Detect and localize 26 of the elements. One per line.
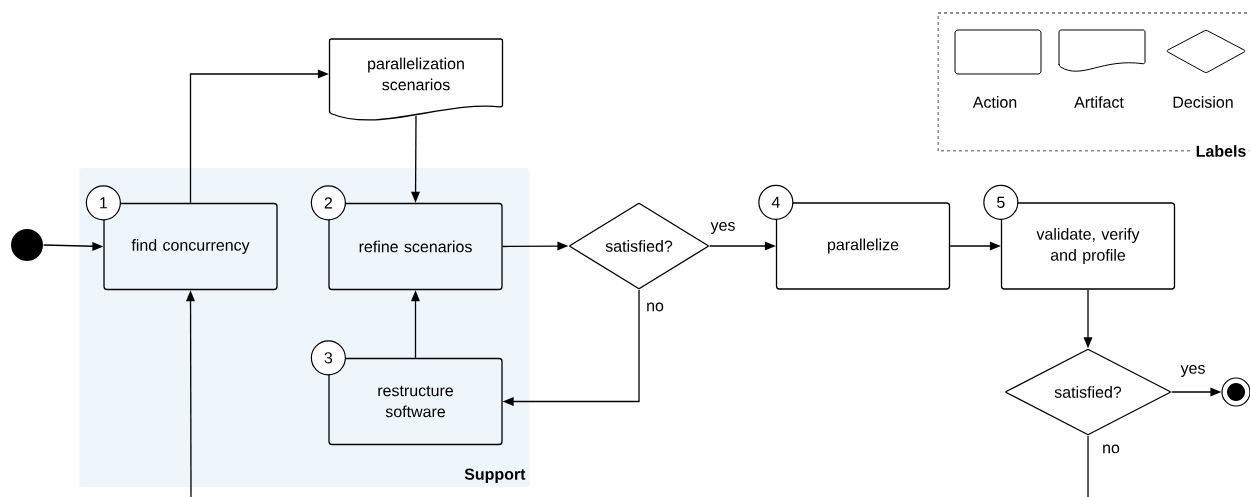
- end-marker: [1221, 377, 1250, 407]
- arrow: [186, 290, 195, 497]
- arrow: [502, 241, 569, 251]
- arrow: [502, 289, 640, 406]
- edge-label: yes: [710, 222, 735, 234]
- edge-label: no: [1103, 444, 1120, 454]
- legend-label: Artifact: [1074, 96, 1124, 108]
- arrow: [411, 290, 420, 359]
- start-dot: [11, 229, 43, 261]
- edge-label: no: [647, 302, 664, 312]
- step-number: 1: [85, 185, 121, 221]
- legend-label: Action: [972, 96, 1017, 108]
- step-number: 5: [983, 184, 1019, 220]
- arrow: [949, 241, 1001, 251]
- step-number: 2: [310, 185, 346, 221]
- arrow: [411, 115, 420, 203]
- step-number: 3: [310, 340, 346, 376]
- arrow: [43, 242, 104, 251]
- arrow: [189, 69, 329, 204]
- arrow: [1171, 387, 1222, 397]
- step-number: 4: [758, 184, 794, 220]
- edge-label: yes: [1180, 365, 1205, 377]
- legend-title: Labels: [1192, 142, 1250, 160]
- arrow: [709, 241, 776, 251]
- arrow: [1083, 289, 1093, 349]
- legend-label: Decision: [1173, 96, 1233, 108]
